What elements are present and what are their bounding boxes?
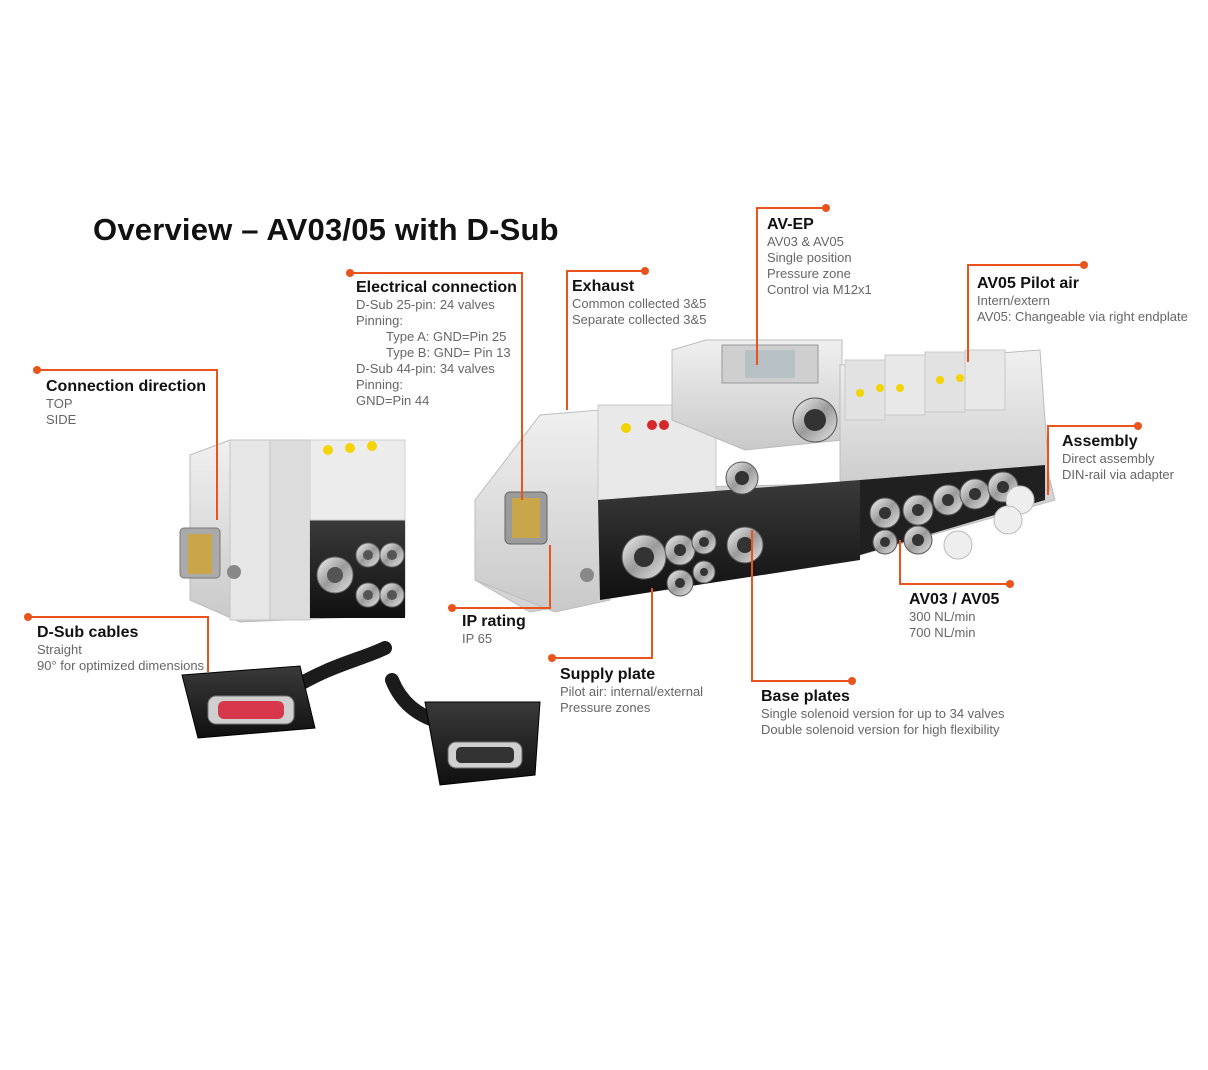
callout-base-plates: Base plates Single solenoid version for …	[761, 687, 1005, 738]
callout-exhaust: Exhaust Common collected 3&5 Separate co…	[572, 277, 706, 328]
callout-line: SIDE	[46, 412, 77, 427]
page-title: Overview – AV03/05 with D-Sub	[93, 212, 559, 247]
leader-lines	[24, 204, 1142, 685]
callout-connection-direction: Connection direction TOP SIDE	[46, 377, 206, 428]
callout-line: Double solenoid version for high flexibi…	[761, 722, 1000, 737]
callout-line: IP 65	[462, 631, 493, 646]
callout-dsub-cables: D-Sub cables Straight 90° for optimized …	[37, 623, 204, 674]
callout-line: 90° for optimized dimensions	[37, 658, 205, 673]
callout-av05-pilot-air: AV05 Pilot air Intern/extern AV05: Chang…	[977, 274, 1188, 325]
callout-heading: D-Sub cables	[37, 624, 139, 641]
callout-line: Direct assembly	[1062, 451, 1155, 466]
callout-line: Intern/extern	[977, 293, 1050, 308]
callout-line: D-Sub 25-pin: 24 valves	[356, 297, 495, 312]
callout-supply-plate: Supply plate Pilot air: internal/externa…	[560, 665, 703, 716]
callout-line: Type A: GND=Pin 25	[386, 329, 507, 344]
callout-line: 700 NL/min	[909, 625, 976, 640]
callout-assembly: Assembly Direct assembly DIN-rail via ad…	[1062, 432, 1174, 483]
callout-line: Type B: GND= Pin 13	[386, 345, 511, 360]
callout-heading: AV05 Pilot air	[977, 275, 1079, 292]
callout-heading: Supply plate	[560, 666, 656, 683]
callout-electrical-connection: Electrical connection D-Sub 25-pin: 24 v…	[356, 278, 517, 409]
callout-line: Pressure zone	[767, 266, 851, 281]
callout-line: TOP	[46, 396, 73, 411]
callout-av-ep: AV-EP AV03 & AV05 Single position Pressu…	[767, 215, 872, 298]
callout-line: Common collected 3&5	[572, 296, 707, 311]
callout-heading: Connection direction	[46, 378, 206, 395]
callout-line: AV03 & AV05	[767, 234, 844, 249]
left-valve-terminal	[179, 439, 406, 623]
callout-heading: Electrical connection	[356, 279, 517, 296]
callout-line: Pilot air: internal/external	[560, 684, 704, 699]
callout-ip-rating: IP rating IP 65	[462, 612, 526, 647]
callout-heading: IP rating	[462, 613, 526, 630]
callout-heading: Base plates	[761, 688, 850, 705]
callout-line: Control via M12x1	[767, 282, 872, 297]
callout-line: GND=Pin 44	[356, 393, 430, 408]
callout-line: Single solenoid version for up to 34 val…	[761, 706, 1005, 721]
callout-heading: AV03 / AV05	[909, 591, 1000, 608]
callout-line: AV05: Changeable via right endplate	[977, 309, 1188, 324]
callout-line: Separate collected 3&5	[572, 312, 707, 327]
callout-line: Single position	[767, 250, 852, 265]
callout-line: Pinning:	[356, 313, 403, 328]
callout-heading: Assembly	[1062, 433, 1138, 450]
callout-line: DIN-rail via adapter	[1062, 467, 1174, 482]
callout-heading: AV-EP	[767, 216, 814, 233]
callout-line: Pressure zones	[560, 700, 651, 715]
callout-heading: Exhaust	[572, 278, 635, 295]
callout-line: Straight	[37, 642, 82, 657]
main-valve-terminal	[474, 339, 1056, 613]
callout-av03-av05: AV03 / AV05 300 NL/min 700 NL/min	[909, 590, 999, 641]
dsub-cables-illustration	[181, 641, 541, 786]
callout-line: Pinning:	[356, 377, 403, 392]
callout-line: 300 NL/min	[909, 609, 976, 624]
callout-line: D-Sub 44-pin: 34 valves	[356, 361, 495, 376]
